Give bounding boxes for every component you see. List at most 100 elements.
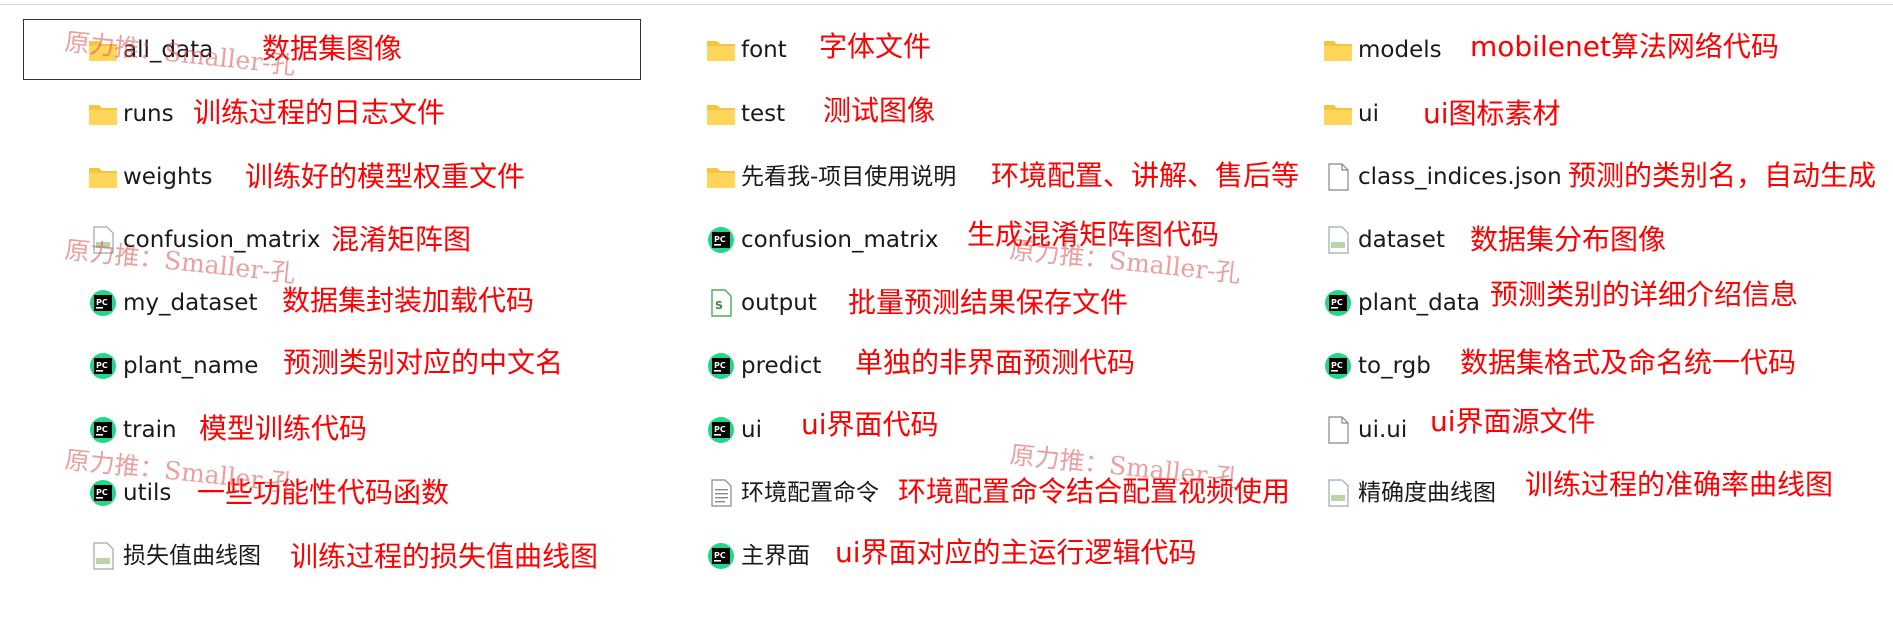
file-name: ui <box>1358 101 1379 127</box>
png-file-icon <box>1323 226 1353 254</box>
png-file-icon <box>88 542 118 570</box>
file-item[interactable]: 损失值曲线图 <box>88 536 328 576</box>
file-name: class_indices.json <box>1358 164 1562 190</box>
csv-file-icon: S <box>706 289 736 317</box>
annotation-label: 环境配置、讲解、售后等 <box>991 159 1300 192</box>
file-name: my_dataset <box>123 290 258 316</box>
pycharm-file-icon: PC <box>706 226 736 254</box>
file-name: confusion_matrix <box>741 227 939 253</box>
pycharm-file-icon: PC <box>1323 352 1353 380</box>
annotation-label: 混淆矩阵图 <box>331 223 472 256</box>
annotation-label: ui界面代码 <box>801 408 939 441</box>
folder-icon <box>88 100 118 128</box>
file-name: font <box>741 37 787 63</box>
pycharm-file-icon: PC <box>706 416 736 444</box>
file-item[interactable]: dataset <box>1323 220 1523 260</box>
folder-icon <box>88 163 118 191</box>
file-item[interactable]: test <box>706 94 906 134</box>
pycharm-file-icon: PC <box>706 542 736 570</box>
svg-text:PC: PC <box>714 425 726 434</box>
file-item[interactable]: PC my_dataset <box>88 283 328 323</box>
file-name: 先看我-项目使用说明 <box>741 164 957 190</box>
file-name: dataset <box>1358 227 1445 253</box>
annotation-label: ui图标素材 <box>1423 97 1561 130</box>
file-item[interactable]: models <box>1323 30 1523 70</box>
annotation-label: 字体文件 <box>819 30 932 63</box>
annotation-label: 单独的非界面预测代码 <box>855 346 1136 379</box>
annotation-label: 测试图像 <box>823 94 936 127</box>
png-file-icon <box>1323 479 1353 507</box>
svg-text:PC: PC <box>1331 298 1343 307</box>
annotation-label: mobilenet算法网络代码 <box>1470 30 1779 63</box>
annotation-label: 生成混淆矩阵图代码 <box>967 218 1220 251</box>
annotation-label: 训练好的模型权重文件 <box>245 160 526 193</box>
file-name: plant_name <box>123 353 259 379</box>
file-name: runs <box>123 101 174 127</box>
annotation-label: 批量预测结果保存文件 <box>848 286 1129 319</box>
pycharm-file-icon: PC <box>88 352 118 380</box>
folder-icon <box>1323 100 1353 128</box>
pycharm-file-icon: PC <box>88 479 118 507</box>
file-name: all_data <box>123 37 214 63</box>
svg-text:PC: PC <box>714 235 726 244</box>
file-item[interactable]: runs <box>88 94 288 134</box>
file-item[interactable]: PC confusion_matrix <box>706 220 946 260</box>
folder-icon <box>706 100 736 128</box>
annotation-label: ui界面对应的主运行逻辑代码 <box>835 536 1197 569</box>
selection-focus-box <box>23 19 641 80</box>
file-name: 主界面 <box>741 543 810 569</box>
svg-text:PC: PC <box>714 551 726 560</box>
file-item[interactable]: weights <box>88 157 308 197</box>
file-name: 环境配置命令 <box>741 480 879 506</box>
svg-text:PC: PC <box>96 425 108 434</box>
file-item[interactable]: 环境配置命令 <box>706 473 906 513</box>
file-name: models <box>1358 37 1442 63</box>
annotation-label: 数据集封装加载代码 <box>282 284 535 317</box>
pycharm-file-icon: PC <box>88 289 118 317</box>
folder-icon <box>706 163 736 191</box>
file-item[interactable]: class_indices.json <box>1323 157 1563 197</box>
svg-text:PC: PC <box>96 361 108 370</box>
svg-text:S: S <box>715 299 723 312</box>
file-item[interactable]: PC ui <box>706 410 856 450</box>
file-item[interactable]: PC to_rgb <box>1323 346 1523 386</box>
file-item[interactable]: font <box>706 30 906 70</box>
file-name: weights <box>123 164 213 190</box>
file-item[interactable]: PC 主界面 <box>706 536 886 576</box>
file-name: 损失值曲线图 <box>123 543 261 569</box>
file-item[interactable]: 先看我-项目使用说明 <box>706 157 976 197</box>
pycharm-file-icon: PC <box>1323 289 1353 317</box>
annotation-label: 数据集图像 <box>262 32 403 65</box>
file-item[interactable]: PC plant_data <box>1323 283 1523 323</box>
file-name: output <box>741 290 817 316</box>
file-item[interactable]: PC predict <box>706 346 906 386</box>
annotation-label: 预测类别的详细介绍信息 <box>1490 278 1799 311</box>
file-name: utils <box>123 480 172 506</box>
annotation-label: 训练过程的日志文件 <box>193 96 446 129</box>
pycharm-file-icon: PC <box>706 352 736 380</box>
annotation-label: 数据集格式及命名统一代码 <box>1460 346 1797 379</box>
file-name: train <box>123 417 177 443</box>
file-item[interactable]: ui.ui <box>1323 410 1473 450</box>
file-item[interactable]: PC utils <box>88 473 288 513</box>
text-file-icon <box>706 479 736 507</box>
file-item[interactable]: S output <box>706 283 906 323</box>
file-item[interactable]: 精确度曲线图 <box>1323 473 1523 513</box>
pycharm-file-icon: PC <box>88 416 118 444</box>
file-item[interactable]: all_data <box>88 30 328 70</box>
annotation-label: 数据集分布图像 <box>1470 223 1667 256</box>
annotation-label: 训练过程的准确率曲线图 <box>1525 468 1834 501</box>
file-item[interactable]: PC plant_name <box>88 346 328 386</box>
folder-icon <box>706 36 736 64</box>
file-item[interactable]: ui <box>1323 94 1473 134</box>
file-name: predict <box>741 353 822 379</box>
file-name: to_rgb <box>1358 353 1431 379</box>
annotation-label: ui界面源文件 <box>1430 405 1596 438</box>
file-name: confusion_matrix <box>123 227 321 253</box>
png-file-icon <box>88 226 118 254</box>
file-name: test <box>741 101 786 127</box>
file-item[interactable]: confusion_matrix <box>88 220 328 260</box>
file-item[interactable]: PC train <box>88 410 288 450</box>
annotation-label: 预测的类别名，自动生成 <box>1568 159 1877 192</box>
top-divider <box>0 4 1893 5</box>
